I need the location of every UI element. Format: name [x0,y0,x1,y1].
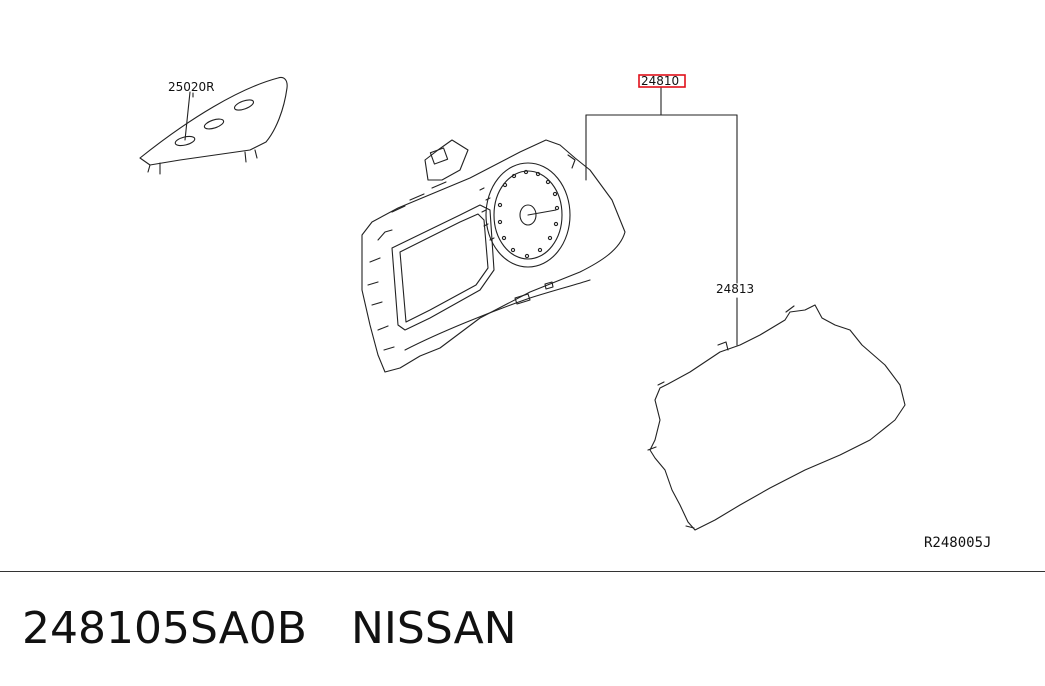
leader-24810 [585,86,738,346]
meter-hood-cover[interactable] [139,76,288,175]
caption: 248105SA0B NISSAN [22,596,517,660]
meter-harness-gasket[interactable] [647,304,906,531]
part-number: 248105SA0B [22,602,307,654]
highlight-box [638,74,686,88]
callout-harness-label: 24813 [716,282,754,296]
combination-meter-assembly[interactable] [361,139,626,373]
divider [0,571,1045,572]
parts-diagram: 25020R 24810 24813 R248005J [139,74,991,551]
callout-cover-label: 25020R [168,80,215,94]
callout-meter-assembly-label: 24810 [641,74,679,88]
brand-name: NISSAN [351,602,517,654]
diagram-code: R248005J [924,535,991,551]
